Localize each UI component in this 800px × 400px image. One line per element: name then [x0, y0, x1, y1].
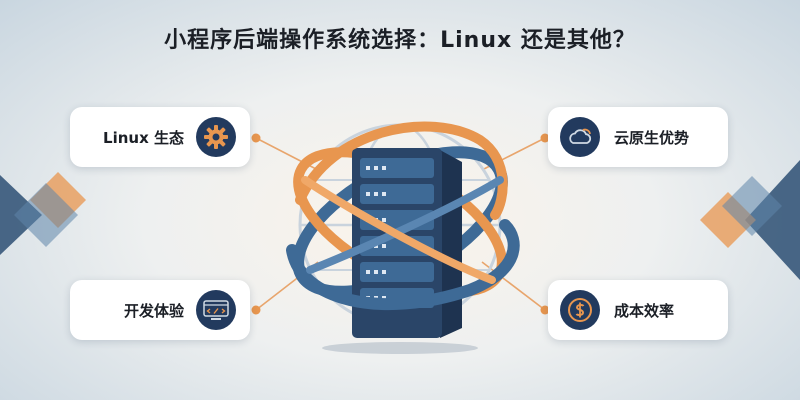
cloud-icon	[560, 117, 600, 157]
card-label: 开发体验	[123, 301, 184, 320]
card-cost-efficiency: 成本效率	[548, 280, 728, 340]
card-cloud-native: 云原生优势	[548, 107, 728, 167]
card-label: 成本效率	[614, 301, 675, 320]
card-label: 云原生优势	[614, 128, 690, 147]
page-title: 小程序后端操作系统选择：Linux 还是其他？	[164, 28, 636, 53]
card-linux-ecosystem: Linux 生态	[70, 107, 250, 167]
card-label: Linux 生态	[103, 128, 184, 147]
card-dev-experience: 开发体验	[70, 280, 250, 340]
dollar-icon	[560, 290, 600, 330]
gear-icon	[196, 117, 236, 157]
code-screen-icon	[196, 290, 236, 330]
right-diamond-decoration	[700, 160, 800, 280]
connector-dots	[251, 133, 550, 315]
left-diamond-decoration	[0, 172, 86, 255]
server-illustration	[286, 121, 520, 354]
